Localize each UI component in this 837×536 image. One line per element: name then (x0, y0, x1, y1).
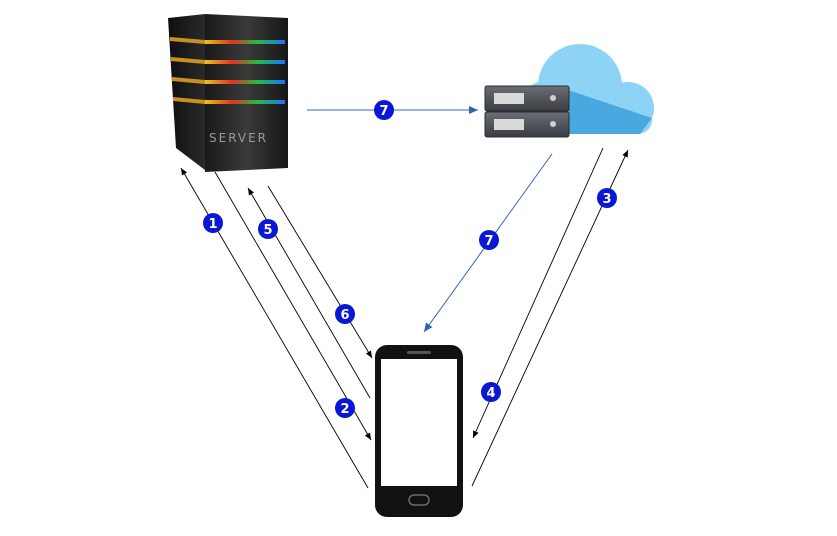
phone-home-button (408, 494, 430, 506)
phone-screen (381, 359, 457, 486)
step-badge-6: 6 (335, 304, 355, 324)
step-badge-6-label: 6 (340, 308, 349, 323)
step-badge-4: 4 (481, 382, 501, 402)
step-badge-3-label: 3 (602, 192, 611, 207)
step-badge-5-label: 5 (263, 223, 272, 238)
step-badge-2: 2 (335, 398, 355, 418)
step-badges: 1 2 3 4 5 6 7 7 (203, 100, 617, 418)
step-badge-4-label: 4 (486, 386, 495, 401)
arrow-step-6 (267, 185, 373, 359)
step-badge-3: 3 (597, 188, 617, 208)
step-badge-7-diag: 7 (479, 230, 499, 250)
rack-server-icon (484, 85, 570, 138)
step-badge-1-label: 1 (208, 217, 217, 232)
smartphone-icon (375, 345, 463, 517)
step-badge-5: 5 (258, 219, 278, 239)
server-label: SERVER (209, 131, 268, 145)
server-led-strips (170, 37, 285, 104)
step-badge-1: 1 (203, 213, 223, 233)
cloud-server-icon (484, 44, 654, 138)
step-badge-2-label: 2 (340, 402, 349, 417)
tower-server-icon: SERVER (168, 14, 288, 172)
step-badge-7-top-label: 7 (379, 104, 388, 119)
arrow-step-2 (214, 171, 372, 441)
step-badge-7-top: 7 (374, 100, 394, 120)
step-badge-7-diag-label: 7 (484, 234, 493, 249)
